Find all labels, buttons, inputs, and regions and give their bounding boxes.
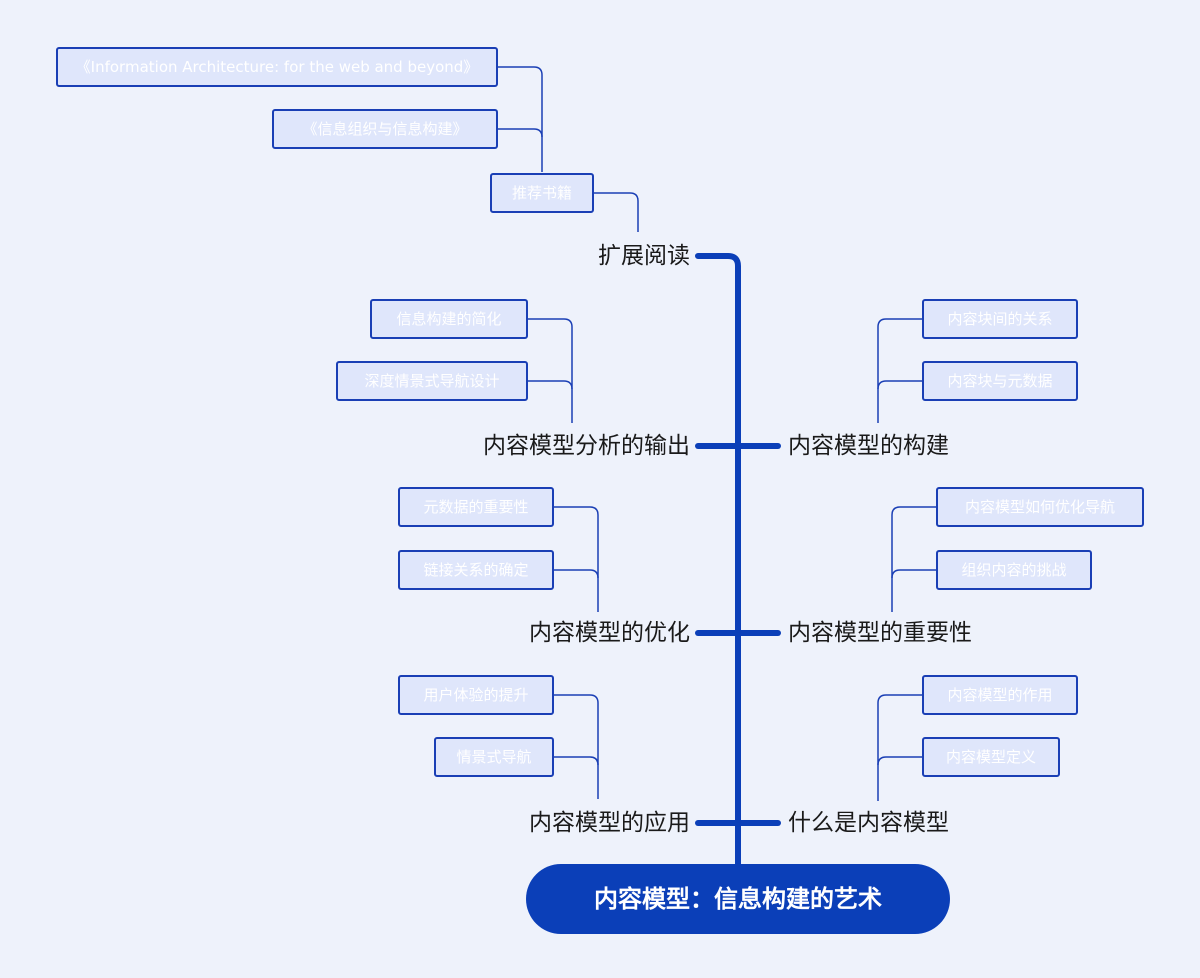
leaf-model-definition[interactable]: 内容模型定义 [922, 737, 1060, 777]
branch-definition[interactable]: 什么是内容模型 [788, 810, 949, 836]
branch-construction[interactable]: 内容模型的构建 [788, 433, 949, 459]
branch-importance[interactable]: 内容模型的重要性 [788, 620, 972, 646]
root-topic[interactable]: 内容模型：信息构建的艺术 [526, 864, 950, 934]
leaf-link-relations[interactable]: 链接关系的确定 [398, 550, 554, 590]
trunk-lines [695, 253, 781, 867]
branch-extended-reading[interactable]: 扩展阅读 [598, 243, 690, 269]
leaf-book-ia[interactable]: 《Information Architecture: for the web a… [56, 47, 498, 87]
main-trunk [695, 253, 741, 867]
leaf-block-metadata[interactable]: 内容块与元数据 [922, 361, 1078, 401]
leaf-simplify[interactable]: 信息构建的简化 [370, 299, 528, 339]
leaf-book-cn[interactable]: 《信息组织与信息构建》 [272, 109, 498, 149]
leaf-metadata-importance[interactable]: 元数据的重要性 [398, 487, 554, 527]
leaf-deep-navigation[interactable]: 深度情景式导航设计 [336, 361, 528, 401]
leaf-optimize-navigation[interactable]: 内容模型如何优化导航 [936, 487, 1144, 527]
thin-connectors [498, 66, 936, 801]
leaf-recommended-books[interactable]: 推荐书籍 [490, 173, 594, 213]
leaf-context-navigation[interactable]: 情景式导航 [434, 737, 554, 777]
branch-analysis-output[interactable]: 内容模型分析的输出 [483, 433, 690, 459]
leaf-model-role[interactable]: 内容模型的作用 [922, 675, 1078, 715]
leaf-block-relations[interactable]: 内容块间的关系 [922, 299, 1078, 339]
branch-application[interactable]: 内容模型的应用 [529, 810, 690, 836]
branch-optimization[interactable]: 内容模型的优化 [529, 620, 690, 646]
leaf-organization-challenge[interactable]: 组织内容的挑战 [936, 550, 1092, 590]
leaf-ux-improve[interactable]: 用户体验的提升 [398, 675, 554, 715]
